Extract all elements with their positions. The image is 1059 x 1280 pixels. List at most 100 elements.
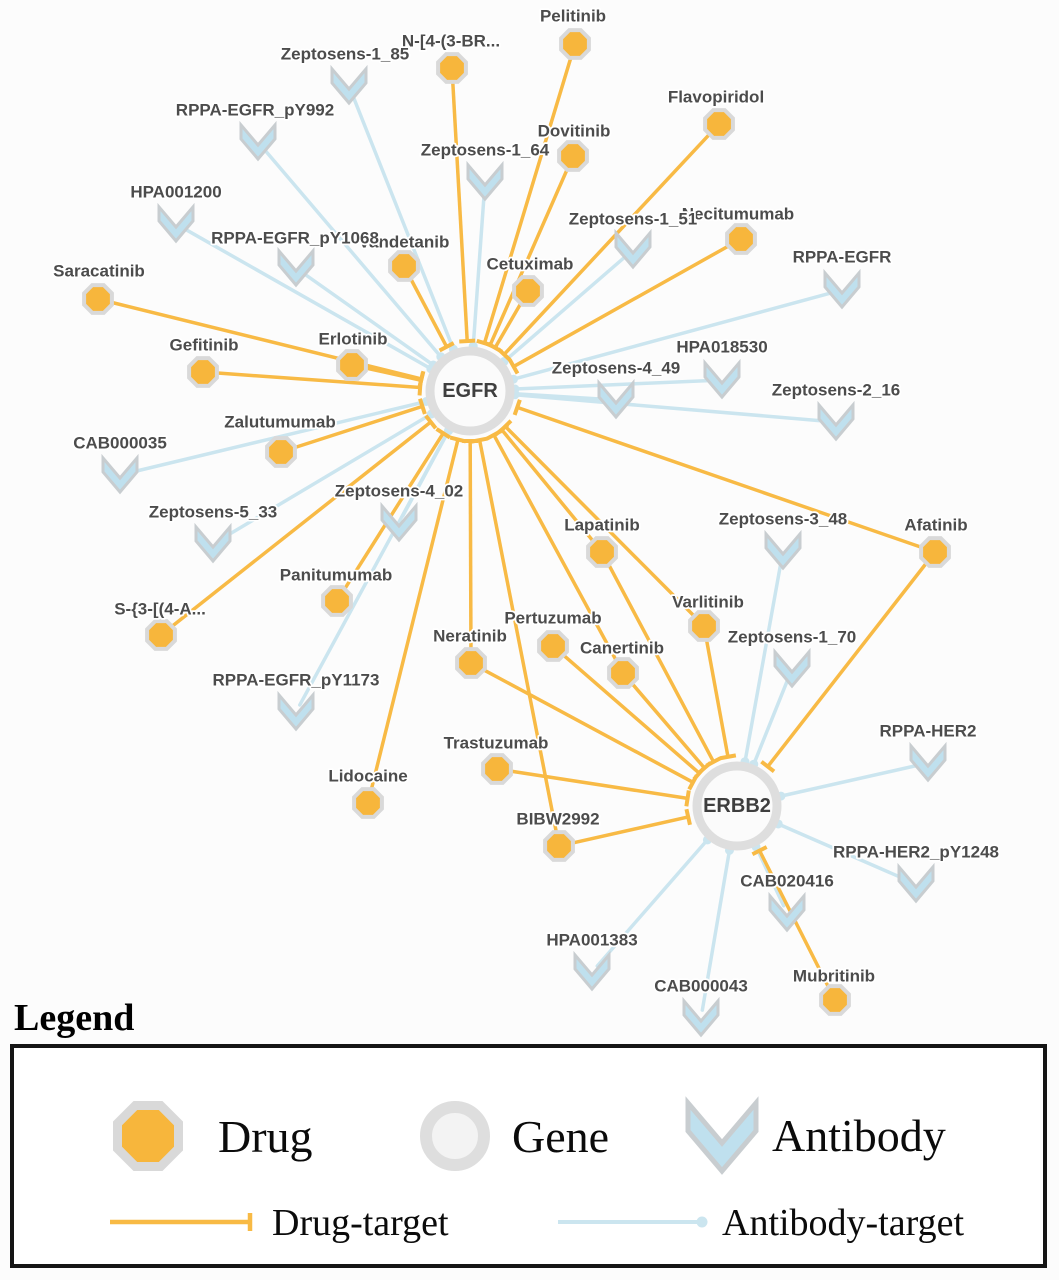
- antibody-label-zeptosens-1_85: Zeptosens-1_85: [281, 45, 410, 64]
- drug-edge-tee-cetuximab-egfr: [487, 342, 504, 354]
- drug-node-neratinib: [455, 647, 487, 679]
- drug-edge-tee-varlitinib-erbb2: [719, 753, 737, 761]
- drug-target-edge-panitumumab-egfr: [342, 432, 445, 591]
- antibody-label-zeptosens-1_64: Zeptosens-1_64: [421, 141, 550, 160]
- gene-node-erbb2: [692, 761, 782, 851]
- drug-node-afatinib: [919, 536, 951, 568]
- drug-label-lidocaine: Lidocaine: [328, 767, 407, 786]
- drug-node-lapatinib: [586, 536, 618, 568]
- antibody-node-rppa-egfr_py1173: [277, 690, 315, 732]
- antibody-label-rppa-egfr_py1068: RPPA-EGFR_pY1068: [211, 229, 379, 248]
- antibody-target-edge-cab000043: [700, 848, 732, 1012]
- drug-label-cetuximab: Cetuximab: [487, 255, 574, 274]
- antibody-node-zeptosens-3_48: [764, 529, 802, 571]
- drug-edge-tee-n4-3br-egfr: [459, 338, 476, 344]
- drug-node-lidocaine: [352, 787, 384, 819]
- antibody-node-rppa-her2_py1248: [897, 862, 935, 904]
- antibody-label-rppa-her2_py1248: RPPA-HER2_pY1248: [833, 843, 999, 862]
- antibody-node-hpa001383: [573, 950, 611, 992]
- antibody-label-cab000035: CAB000035: [73, 434, 167, 453]
- drug-node-erlotinib: [336, 349, 368, 381]
- drug-target-edge-lapatinib-erbb2: [606, 562, 716, 763]
- drug-node-pertuzumab: [537, 630, 569, 662]
- antibody-label-rppa-egfr_py1173: RPPA-EGFR_pY1173: [213, 671, 380, 690]
- gene-icon: [420, 1101, 490, 1171]
- drug-edge-tee-mubritinib-erbb2: [751, 845, 768, 857]
- drug-target-edge-n4-3br-egfr: [450, 80, 469, 342]
- antibody-node-zeptosens-5_33: [194, 522, 232, 564]
- drug-label-lapatinib: Lapatinib: [564, 516, 640, 535]
- drug-edge-tee-s3-4a-egfr: [424, 414, 438, 430]
- drug-node-saracatinib: [82, 283, 114, 315]
- drug-node-gefitinib: [187, 356, 219, 388]
- drug-target-edge-lidocaine-egfr: [369, 439, 460, 791]
- drug-label-canertinib: Canertinib: [580, 639, 664, 658]
- drug-target-edge-bibw2992-egfr: [477, 439, 559, 834]
- antibody-label-zeptosens-1_51: Zeptosens-1_51: [569, 210, 698, 229]
- drug-edge-tee-bibw2992-egfr: [471, 436, 488, 444]
- drug-node-flavopiridol: [703, 108, 735, 140]
- antibody-label-hpa018530: HPA018530: [676, 338, 767, 357]
- drug-node-mubritinib: [819, 984, 851, 1016]
- drug-node-s3-4a: [145, 619, 177, 651]
- drug-label-mubritinib: Mubritinib: [793, 967, 875, 986]
- gene-label-erbb2: ERBB2: [703, 795, 771, 817]
- drug-target-edge-neratinib-egfr: [468, 440, 473, 651]
- drug-label-pelitinib: Pelitinib: [540, 7, 606, 26]
- drug-label-necitumumab: Necitumumab: [682, 205, 794, 224]
- antibody-label-cab000043: CAB000043: [654, 977, 748, 996]
- drug-edge-tee-varlitinib-egfr: [498, 419, 513, 434]
- legend-antibody-target-label: Antibody-target: [722, 1202, 964, 1244]
- drug-edge-tee-afatinib-erbb2: [760, 760, 776, 774]
- drug-target-edge-s3-4a-egfr: [170, 420, 432, 629]
- antibody-label-rppa-egfr_py992: RPPA-EGFR_pY992: [176, 101, 334, 120]
- antibody-label-hpa001200: HPA001200: [130, 183, 221, 202]
- antibody-icon: [685, 1096, 759, 1175]
- antibody-target-edge-rppa-egfr_py992: [261, 146, 443, 359]
- drug-node-panitumumab: [321, 585, 353, 617]
- drug-target-edge-cetuximab-egfr: [493, 301, 523, 349]
- antibody-label-cab020416: CAB020416: [740, 872, 834, 891]
- antibody-label-rppa-egfr: RPPA-EGFR: [793, 248, 892, 267]
- drug-edge-tee-trastuzumab-erbb2: [684, 790, 691, 807]
- edges-layer: [110, 55, 929, 1012]
- drug-label-zalutumumab: Zalutumumab: [224, 413, 335, 432]
- drug-edge-tee-necitumumab-egfr: [507, 358, 520, 375]
- drug-target-edge-pelitinib-egfr: [482, 55, 573, 344]
- drug-node-trastuzumab: [481, 753, 513, 785]
- antibody-label-rppa-her2: RPPA-HER2: [880, 722, 977, 741]
- antibody-node-hpa001200: [157, 202, 195, 244]
- antibody-target-edge-hpa001200: [181, 226, 433, 371]
- drug-target-edge-gefitinib-egfr: [215, 371, 421, 390]
- antibody-target-edge-zeptosens-1_70: [752, 674, 791, 766]
- antibody-node-rppa-egfr_py992: [239, 120, 277, 162]
- drug-icon: [113, 1101, 183, 1171]
- antibody-node-cab000035: [101, 453, 139, 495]
- drug-target-edge-afatinib-erbb2: [766, 561, 929, 768]
- antibody-label-zeptosens-5_33: Zeptosens-5_33: [149, 503, 278, 522]
- drug-node-pelitinib: [559, 28, 591, 60]
- labels-layer: PelitinibN-[4-(3-BR...DovitinibFlavopiri…: [51, 5, 1000, 998]
- drug-target-edge-saracatinib-egfr: [110, 300, 422, 381]
- drug-label-pertuzumab: Pertuzumab: [504, 609, 601, 628]
- antibody-target-edge-zeptosens-5_33: [218, 412, 434, 542]
- drug-node-canertinib: [607, 657, 639, 689]
- antibody-label-zeptosens-2_16: Zeptosens-2_16: [772, 381, 901, 400]
- drug-label-vandetanib: Vandetanib: [359, 233, 450, 252]
- drug-edge-tee-zalutumumab-egfr: [418, 398, 427, 415]
- drug-target-edge-afatinib-egfr: [516, 405, 924, 550]
- drug-label-dovitinib: Dovitinib: [538, 122, 611, 141]
- drug-target-edge-zalutumumab-egfr: [292, 404, 423, 450]
- antibody-node-zeptosens-4_49: [597, 378, 635, 420]
- drug-target-edge-lapatinib-egfr: [500, 428, 596, 544]
- antibody-label-zeptosens-1_70: Zeptosens-1_70: [728, 628, 857, 647]
- legend-box: [10, 1044, 1047, 1268]
- drug-target-edge-canertinib-egfr: [492, 434, 619, 663]
- antibody-node-zeptosens-1_85: [330, 64, 368, 106]
- drug-label-s3-4a: S-{3-[(4-A...: [114, 600, 206, 619]
- drug-node-zalutumumab: [265, 436, 297, 468]
- drug-target-edge-trastuzumab-erbb2: [509, 769, 688, 801]
- antibody-target-edge-zeptosens-2_16: [513, 393, 830, 424]
- legend-antibody-label: Antibody: [772, 1110, 946, 1161]
